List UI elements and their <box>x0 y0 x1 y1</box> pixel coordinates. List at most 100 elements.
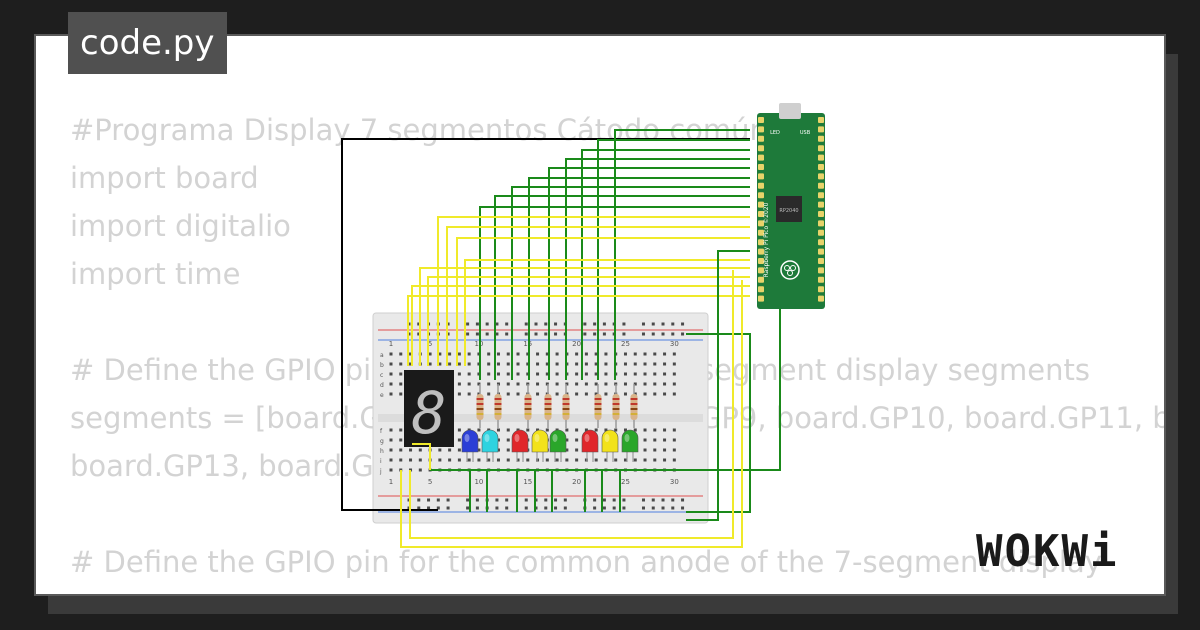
pico-pin <box>758 154 764 161</box>
pico-pin <box>818 276 824 283</box>
pico-pin <box>758 211 764 217</box>
wire <box>411 285 750 366</box>
pico-pin <box>818 117 824 123</box>
wire <box>400 280 743 548</box>
svg-text:Raspberry Pi Pico ©2020: Raspberry Pi Pico ©2020 <box>763 202 770 277</box>
wire <box>528 177 750 380</box>
pico-pin <box>758 220 764 227</box>
pico-pin <box>758 239 764 246</box>
code-line: import time <box>70 257 241 291</box>
wire <box>412 443 431 470</box>
breadboard-row-letter: g <box>380 438 384 445</box>
pico-pin <box>758 145 764 152</box>
code-line: # Define the GPIO pin for the common ano… <box>70 545 1102 579</box>
breadboard-column-number: 30 <box>670 478 679 486</box>
led-yellow <box>601 429 619 462</box>
breadboard-column-number: 25 <box>621 340 630 348</box>
pico-pin <box>818 248 824 255</box>
pico-pin <box>818 295 824 302</box>
breadboard-row-letter: b <box>380 362 384 369</box>
pico-pin <box>818 211 824 217</box>
wokwi-logo[interactable]: WOKWi <box>976 526 1119 577</box>
breadboard-column-number: 1 <box>389 340 393 348</box>
resistor <box>594 384 602 428</box>
breadboard-column-number: 15 <box>523 340 532 348</box>
resistor <box>524 384 532 428</box>
wire <box>511 186 750 380</box>
wire <box>686 250 750 521</box>
file-tab[interactable]: code.py <box>68 12 227 74</box>
wire <box>581 149 750 380</box>
pico-pin <box>818 126 824 133</box>
breadboard-row-letter: j <box>379 468 382 475</box>
wire <box>565 158 750 380</box>
svg-text:USB: USB <box>800 130 811 136</box>
code-line: import board <box>70 161 259 195</box>
breadboard-column-number: 20 <box>572 478 581 486</box>
breadboard-row-letter: h <box>380 448 384 455</box>
wire <box>548 167 750 380</box>
svg-text:LED: LED <box>770 130 780 136</box>
pico-pin <box>818 220 824 227</box>
pico-pin <box>758 286 764 293</box>
pico-pin <box>818 173 824 180</box>
pico-pin <box>818 201 824 208</box>
wire <box>430 306 781 471</box>
wire <box>479 206 750 380</box>
breadboard-column-number: 5 <box>428 340 432 348</box>
pico-pin <box>758 201 764 208</box>
led-green <box>621 429 639 462</box>
pico-pin <box>818 286 824 293</box>
pico-pin <box>758 276 764 283</box>
code-line: #Programa Display 7 segmentos Cátodo com… <box>70 113 768 147</box>
pico-pin <box>758 229 764 236</box>
wires <box>341 129 781 548</box>
resistor <box>494 384 502 428</box>
pico-pin <box>818 154 824 161</box>
resistor <box>630 384 638 428</box>
pico-pin <box>758 173 764 180</box>
wire <box>427 276 750 366</box>
pico-pin <box>758 182 764 189</box>
pico-pin <box>758 192 764 199</box>
pico-pin <box>758 248 764 255</box>
breadboard-row-letter: a <box>380 352 384 359</box>
pico-pin <box>818 267 824 274</box>
wire <box>409 270 734 539</box>
pico-pin <box>758 117 764 123</box>
resistor <box>612 384 620 428</box>
led-yellow <box>531 429 549 462</box>
raspberry-pi-pico: Raspberry Pi Pico ©2020 RP2040 USB LED <box>757 103 825 309</box>
breadboard-row-letter: i <box>380 458 382 465</box>
pico-pin <box>818 145 824 152</box>
wire <box>597 139 750 380</box>
led-blue <box>461 429 479 462</box>
led-red <box>511 429 529 462</box>
breadboard-column-number: 30 <box>670 340 679 348</box>
wire <box>407 295 750 366</box>
pico-pin <box>758 126 764 133</box>
breadboard-column-number: 15 <box>523 478 532 486</box>
resistor <box>476 384 484 428</box>
wire <box>464 259 750 366</box>
breadboard-column-number: 25 <box>621 478 630 486</box>
breadboard-row-letter: c <box>380 372 383 379</box>
breadboard-row-letter: d <box>380 382 384 389</box>
resistor <box>562 384 570 428</box>
code-line: common_pin = board.GP15 <box>70 586 1164 594</box>
wire <box>494 195 750 380</box>
pico-pin <box>818 135 824 142</box>
code-line: import digitalio <box>70 209 291 243</box>
wire <box>437 216 750 366</box>
pico-pin <box>758 164 764 170</box>
resistor <box>544 384 552 428</box>
wire <box>341 138 750 511</box>
breadboard-column-number: 10 <box>474 478 483 486</box>
seven-segment-display: 8 <box>404 370 454 447</box>
pico-pin <box>818 164 824 170</box>
pico-pin <box>758 135 764 142</box>
svg-text:RP2040: RP2040 <box>779 208 798 214</box>
breadboard-column-number: 1 <box>389 478 393 486</box>
pico-pin <box>758 267 764 274</box>
